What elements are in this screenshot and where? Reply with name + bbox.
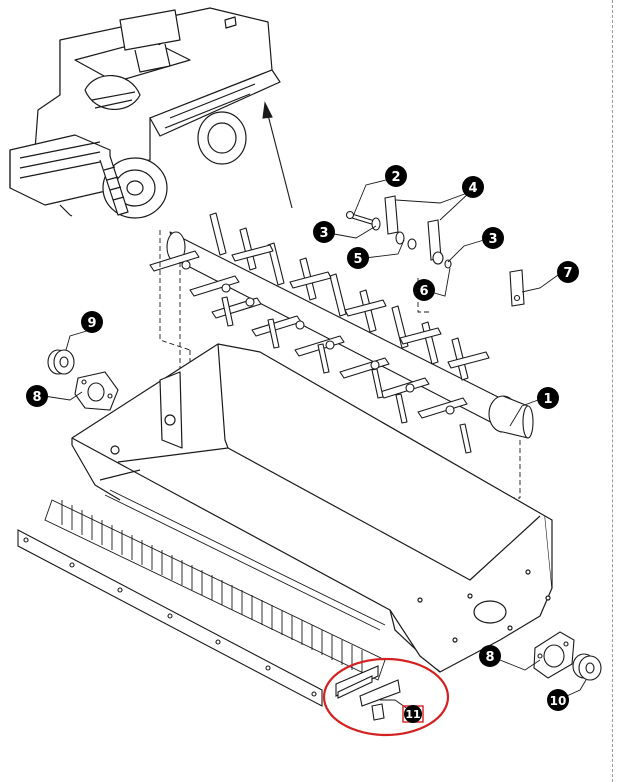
combine-harvester-illustration (9, 7, 281, 219)
concave-grate-bars (44, 489, 386, 681)
callout-8-left[interactable]: 8 (26, 385, 48, 407)
callout-5[interactable]: 5 (347, 247, 369, 269)
highlight-ring (322, 657, 450, 737)
svg-text:4: 4 (468, 181, 477, 196)
bearing-right (572, 653, 602, 681)
svg-text:8: 8 (485, 650, 494, 665)
svg-text:11: 11 (405, 708, 420, 721)
callout-9[interactable]: 9 (81, 311, 103, 333)
svg-text:1: 1 (543, 392, 552, 407)
svg-text:6: 6 (419, 284, 428, 299)
page-frame-edge (611, 0, 613, 782)
callout-4[interactable]: 4 (462, 176, 484, 198)
callout-2[interactable]: 2 (385, 165, 407, 187)
svg-text:2: 2 (391, 170, 400, 185)
callout-3-right[interactable]: 3 (482, 227, 504, 249)
svg-text:9: 9 (87, 316, 96, 331)
svg-text:10: 10 (550, 694, 567, 708)
flange-left (74, 371, 119, 411)
callout-11[interactable]: 11 (402, 705, 424, 723)
callout-7[interactable]: 7 (557, 261, 579, 283)
svg-text:7: 7 (563, 266, 572, 281)
svg-text:5: 5 (353, 252, 362, 267)
wear-plate-strip (17, 529, 323, 707)
part-11-plates (335, 665, 401, 721)
svg-text:3: 3 (488, 232, 497, 247)
svg-text:8: 8 (32, 390, 41, 405)
bearing-left (47, 349, 75, 375)
flange-right (533, 631, 575, 679)
concave-housing (71, 343, 553, 673)
callout-3-left[interactable]: 3 (313, 221, 335, 243)
svg-text:3: 3 (319, 226, 328, 241)
callout-6[interactable]: 6 (413, 279, 435, 301)
rotor-shaft-assembly (149, 212, 534, 454)
callout-1[interactable]: 1 (537, 387, 559, 409)
callout-8-right[interactable]: 8 (479, 645, 501, 667)
callout-leader-lines (43, 179, 587, 713)
callout-10[interactable]: 10 (547, 689, 569, 711)
location-arrow (262, 101, 293, 209)
paddle-hardware-exploded (345, 195, 525, 307)
